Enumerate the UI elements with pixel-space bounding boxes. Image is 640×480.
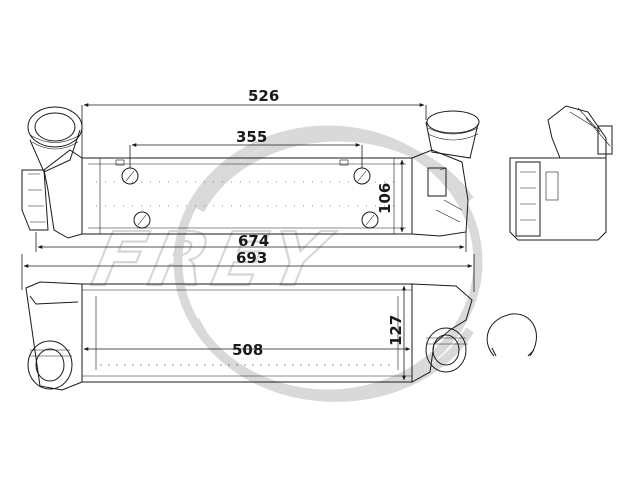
hose-clamp (486, 313, 537, 357)
dimension-693: 693 (21, 249, 475, 292)
side-view-bracket (509, 105, 613, 241)
dimension-label-355: 355 (236, 128, 267, 146)
bolt-hole (361, 211, 379, 229)
dimension-label-526: 526 (248, 87, 279, 105)
top-view-left-tank (21, 106, 83, 239)
dimension-355: 355 (129, 128, 363, 168)
front-view-right-tank (411, 283, 473, 383)
top-view-right-tank (411, 110, 480, 237)
bolt-hole (133, 211, 151, 229)
dimension-674: 674 (35, 232, 467, 252)
bolt-hole (353, 167, 371, 185)
dimension-label-508: 508 (232, 341, 263, 359)
bolt-hole (121, 167, 139, 185)
dimension-526: 526 (81, 87, 427, 158)
dimension-508: 508 (83, 341, 411, 359)
dimension-label-106: 106 (376, 183, 394, 214)
dimension-label-693: 693 (236, 249, 267, 267)
dimension-106: 106 (376, 159, 404, 233)
front-view-left-tank (25, 281, 83, 391)
watermark-brand-text: FREY (86, 217, 341, 303)
frey-watermark-logo: FREY (85, 125, 483, 402)
dimension-label-127: 127 (387, 315, 405, 346)
dimension-127: 127 (387, 285, 406, 381)
dimension-label-674: 674 (238, 232, 269, 250)
